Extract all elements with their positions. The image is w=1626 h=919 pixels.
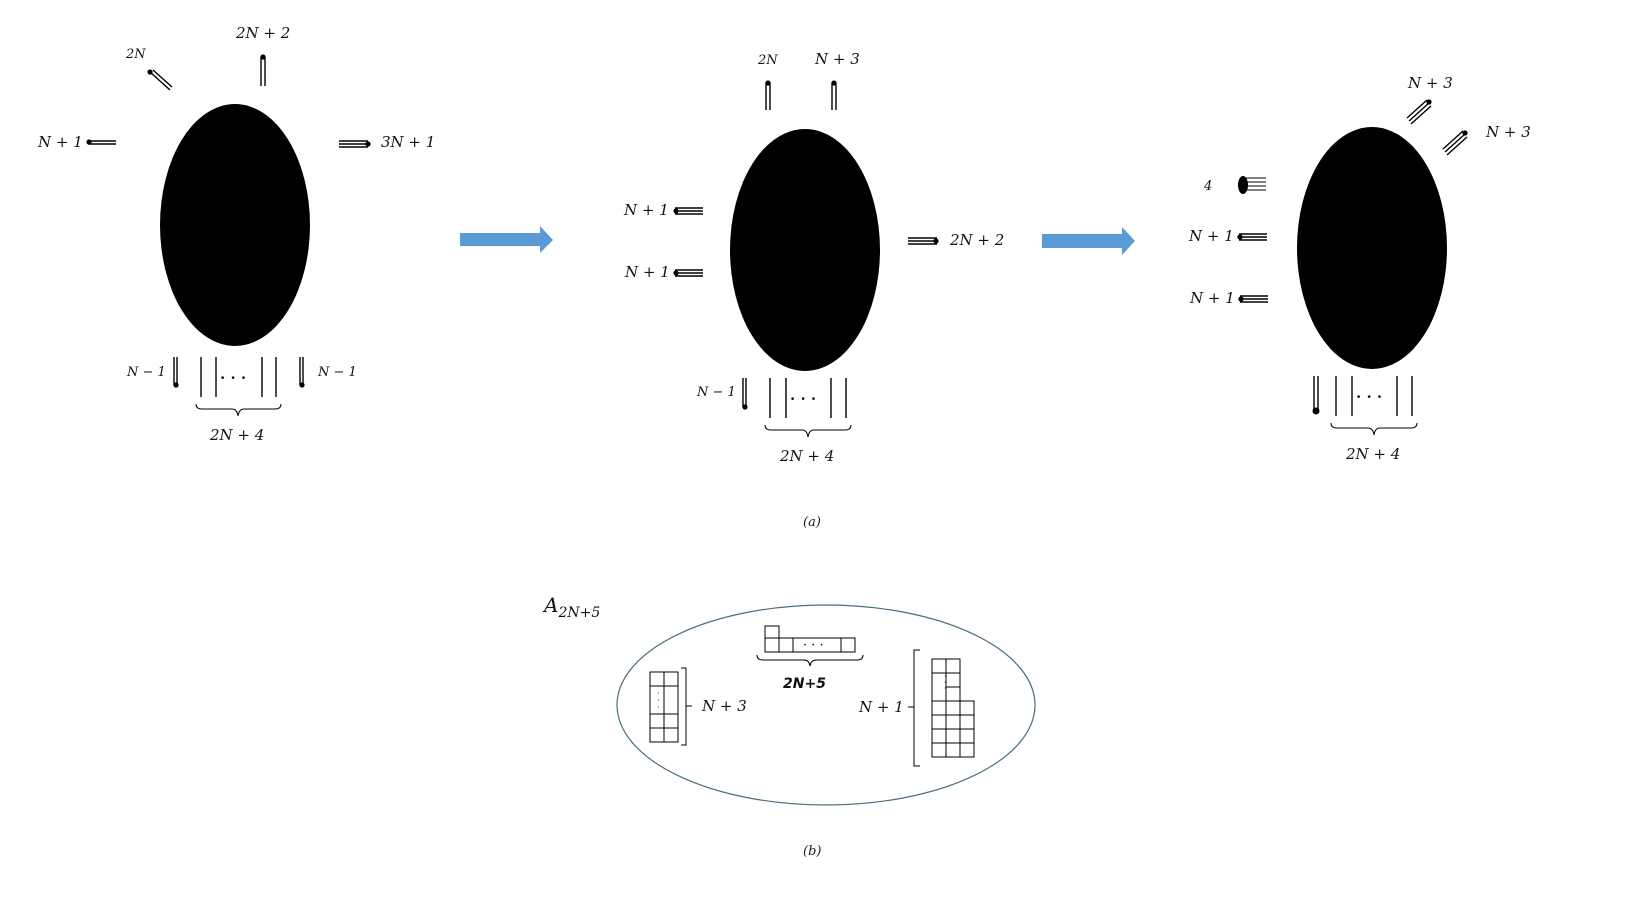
stage2-bottom-bundle xyxy=(769,378,847,418)
stage1-leg-left xyxy=(86,139,116,145)
stage1-blob xyxy=(160,104,310,346)
svg-text:·: · xyxy=(657,696,660,705)
stage2-label-brace: 2N + 4 xyxy=(779,447,834,465)
stage3-label-brace: 2N + 4 xyxy=(1345,445,1400,463)
tableau-top-label: 2N+5 xyxy=(783,676,826,692)
stage3-label-left-top: 4 xyxy=(1203,179,1212,194)
stage1-label-top: 2N + 2 xyxy=(235,24,290,42)
stage1-leg-bottom-left xyxy=(173,357,179,388)
stage2-leg-bottom-left xyxy=(742,378,748,410)
stage2-label-left-lower: N + 1 xyxy=(624,263,670,281)
stage3-label-left-upper: N + 1 xyxy=(1188,227,1234,245)
svg-text:·: · xyxy=(944,684,947,693)
tableau-left-bracket xyxy=(681,667,692,746)
stage2-leg-left-upper xyxy=(673,207,703,215)
stage-1: 2N 2N + 2 N + 1 3N + 1 N − 1 xyxy=(37,24,435,444)
stage2-label-right: 2N + 2 xyxy=(949,231,1004,249)
stage2-brace xyxy=(764,424,852,438)
svg-text:·: · xyxy=(657,703,660,712)
stage1-label-bottom-left: N − 1 xyxy=(126,365,166,380)
stage3-label-top-right-1: N + 3 xyxy=(1407,74,1453,92)
tableau-top-dots: · · · xyxy=(803,638,824,653)
stage2-label-left-upper: N + 1 xyxy=(623,201,669,219)
stage3-small-blob xyxy=(1238,176,1266,194)
stage3-leg-left-lower xyxy=(1238,295,1268,303)
tableau-left: · · · xyxy=(649,671,679,743)
tableau-right-label: N + 1 xyxy=(858,698,904,716)
stage1-leg-bottom-right xyxy=(299,357,305,388)
stage1-leg-top-left xyxy=(147,69,173,91)
stage3-leg-top-right-2 xyxy=(1442,130,1468,156)
stage1-bottom-bundle xyxy=(200,357,277,397)
svg-text:·: · xyxy=(944,678,947,687)
stage1-brace xyxy=(195,403,282,417)
stage1-label-left: N + 1 xyxy=(37,133,83,151)
stage1-label-brace: 2N + 4 xyxy=(209,426,264,444)
stage2-leg-top-left xyxy=(765,80,771,110)
stage1-leg-top xyxy=(260,54,266,86)
tableau-top xyxy=(764,625,856,653)
tableau-left-label: N + 3 xyxy=(701,697,747,715)
tableau-right: · · · xyxy=(931,658,975,758)
caption-a: (a) xyxy=(803,515,821,530)
stage3-bottom-bundle xyxy=(1335,376,1413,416)
arrow-1 xyxy=(460,226,553,253)
stage2-blob xyxy=(730,129,880,371)
stage-2: 2N N + 3 N + 1 N + 1 2N + 2 xyxy=(623,50,1004,465)
stage3-leg-left-upper xyxy=(1237,233,1267,241)
panel-b-title: A2N+5 xyxy=(542,593,600,621)
stage2-leg-left-lower xyxy=(673,269,703,277)
stage-3: N + 3 N + 3 4 N + 1 xyxy=(1188,74,1531,463)
stage2-leg-right xyxy=(908,237,939,245)
tableau-right-bracket xyxy=(908,649,920,767)
stage2-label-bottom-left: N − 1 xyxy=(696,385,736,400)
arrow-2 xyxy=(1042,227,1135,255)
stage3-leg-bottom-left xyxy=(1312,376,1320,415)
svg-text:·: · xyxy=(944,672,947,681)
stage3-brace xyxy=(1330,422,1418,436)
stage1-label-right: 3N + 1 xyxy=(381,133,435,151)
stage2-leg-top-right xyxy=(831,80,837,110)
panel-b: A2N+5 · · · 2N+5 · · · N + 3 xyxy=(542,593,1036,806)
stage1-leg-right xyxy=(339,140,371,148)
tableau-top-brace xyxy=(756,654,864,667)
stage1-label-top-left: 2N xyxy=(125,47,146,62)
stage1-label-bottom-right: N − 1 xyxy=(317,365,357,380)
svg-text:·: · xyxy=(657,689,660,698)
panel-b-ellipse xyxy=(616,604,1036,806)
stage1-dots: · · · xyxy=(220,369,246,387)
stage3-blob xyxy=(1297,127,1447,369)
stage3-label-top-right-2: N + 3 xyxy=(1485,123,1531,141)
stage3-dots: · · · xyxy=(1356,388,1382,406)
stage3-label-left-lower: N + 1 xyxy=(1189,289,1235,307)
stage3-leg-top-right-1 xyxy=(1406,99,1432,125)
stage2-dots: · · · xyxy=(790,390,816,408)
stage2-label-top-left: 2N xyxy=(757,53,778,68)
caption-b: (b) xyxy=(803,844,821,859)
stage2-label-top-right: N + 3 xyxy=(814,50,860,68)
